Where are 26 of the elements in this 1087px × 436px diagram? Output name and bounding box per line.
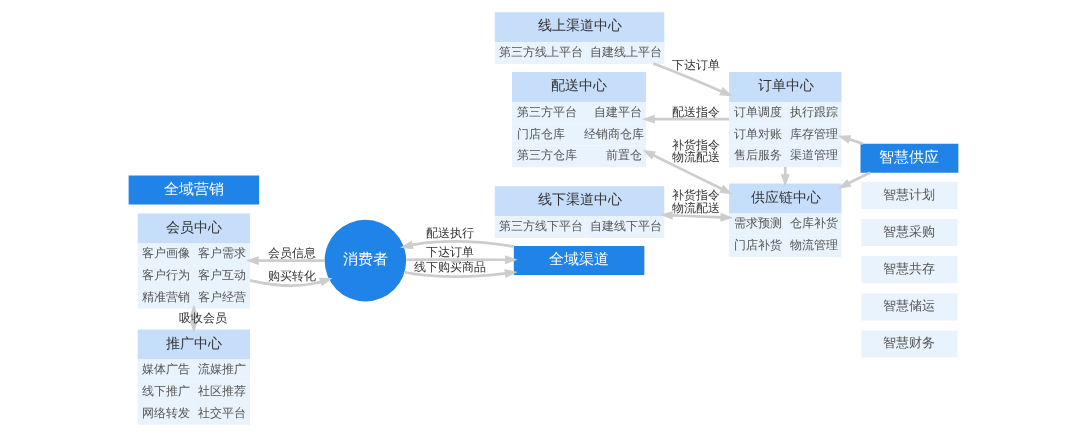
- arrow: [249, 277, 333, 287]
- node-box: 全域营销: [128, 175, 260, 205]
- node-box: 智慧计划: [859, 179, 960, 211]
- node-box: 智慧供应: [860, 143, 959, 173]
- edge-label: 购买转化: [267, 268, 316, 283]
- arrow: [652, 62, 733, 97]
- edge-label: 配送执行: [426, 226, 475, 241]
- arrow: [642, 114, 730, 124]
- arrow: [406, 255, 518, 265]
- edge-label: 补货指令物流配送: [672, 188, 721, 216]
- edge-label: 线下购买商品: [414, 259, 487, 274]
- arrow: [642, 149, 733, 195]
- node-circle: 消费者: [324, 219, 407, 302]
- arrow: [246, 256, 325, 266]
- edge-label: 吸收会员: [178, 310, 227, 325]
- arrow: [400, 240, 514, 250]
- arrow: [838, 171, 871, 189]
- edge-label: 配送指令: [672, 104, 721, 119]
- edge-label: 下达订单: [426, 244, 475, 259]
- node-box: 全域渠道: [513, 246, 645, 276]
- edge-label: 下达订单: [672, 57, 721, 72]
- arrow: [404, 269, 518, 278]
- arrow: [660, 210, 734, 222]
- edge-label: 会员信息: [267, 246, 316, 261]
- edge-label: 补货指令物流配送: [672, 137, 721, 165]
- arrow: [780, 166, 790, 187]
